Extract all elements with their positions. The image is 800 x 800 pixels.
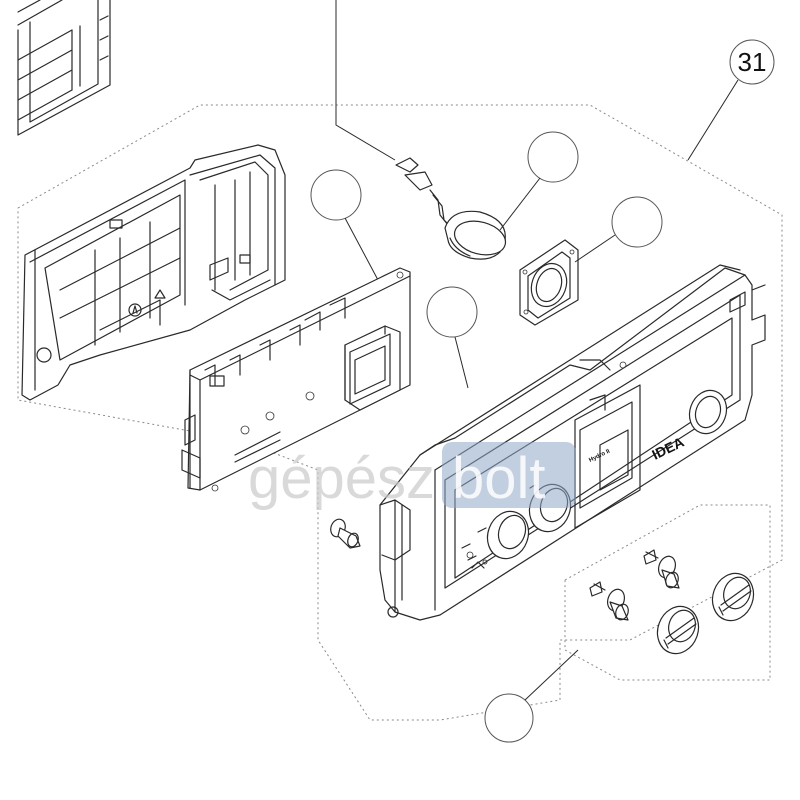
leader-line-sensor <box>335 0 396 161</box>
callout-circle-knobs <box>484 693 534 743</box>
knob-spindle-left <box>589 581 629 621</box>
callout-circle-31 <box>729 39 775 85</box>
leader-line-31 <box>687 79 739 161</box>
callout-circle-panel <box>426 286 478 338</box>
reset-button-pin <box>330 518 361 549</box>
leader-line-gauge <box>574 234 616 263</box>
callout-circle-sensor <box>527 131 579 183</box>
leader-line-sensor-cap <box>499 177 541 231</box>
temperature-sensor-probe <box>395 157 507 260</box>
watermark-logo: gépész bolt <box>248 442 576 511</box>
leader-line-pcb <box>344 217 379 281</box>
watermark-badge <box>442 442 576 508</box>
watermark-text-part2: bolt <box>452 446 546 511</box>
callout-circle-pcb <box>310 169 362 221</box>
control-pcb-board <box>181 267 411 492</box>
knob-spindle-right <box>643 549 680 589</box>
leader-line-knobs <box>524 649 579 701</box>
control-knob-left <box>656 605 700 655</box>
watermark-text-part1: gépész <box>248 446 435 511</box>
cabinet-frame-corner <box>17 0 111 136</box>
callout-number-31: 31 <box>738 47 767 77</box>
pressure-gauge <box>519 239 579 326</box>
leader-line-panel <box>454 336 469 389</box>
callout-circle-gauge <box>611 196 663 248</box>
rear-housing-bracket <box>21 144 286 401</box>
control-knob-right <box>711 572 755 622</box>
